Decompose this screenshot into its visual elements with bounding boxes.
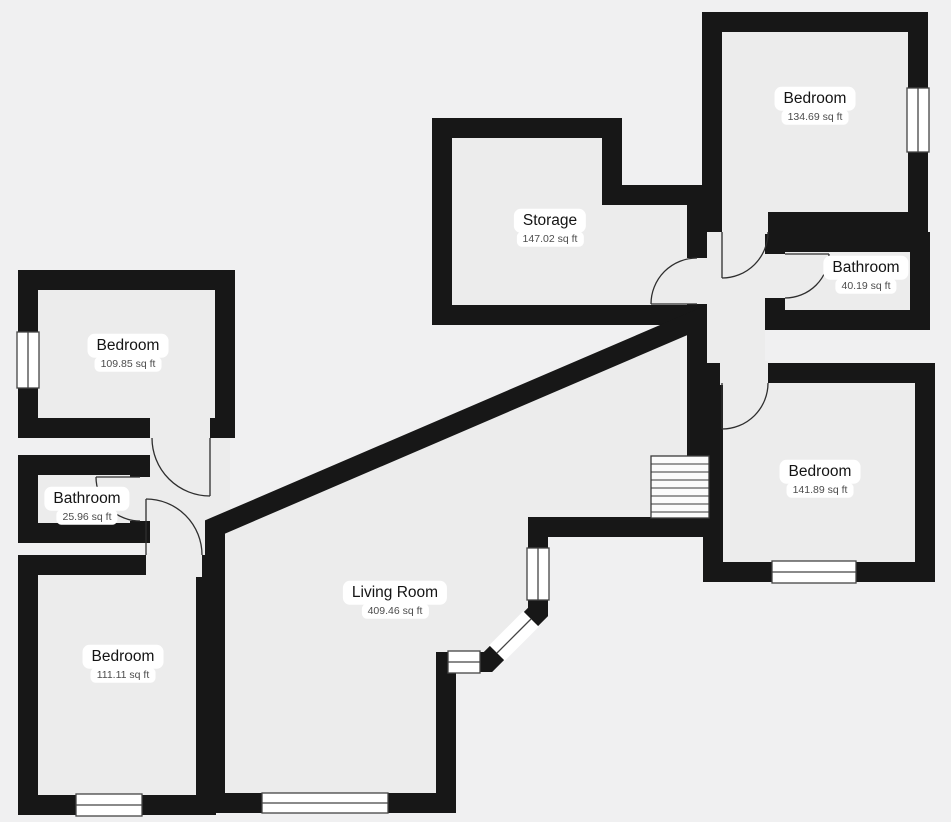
door-opening-bedroom-top-left xyxy=(150,416,210,440)
window-bay-diagonal xyxy=(489,611,539,661)
room-bedroom-top-left xyxy=(18,270,235,438)
door-opening-bedroom-right xyxy=(720,361,768,385)
stairs xyxy=(650,455,710,519)
door-bedroom-bottom-left xyxy=(145,498,203,556)
door-bedroom-right xyxy=(721,382,769,430)
room-bedroom-top-right xyxy=(702,12,928,232)
door-opening-storage xyxy=(685,258,709,304)
window-bay-vertical xyxy=(526,547,550,601)
door-bedroom-top-right xyxy=(721,231,769,279)
door-opening-bedroom-bottom-left xyxy=(146,553,202,577)
window-bedroom-bottom-left xyxy=(75,793,143,817)
window-bedroom-top-right xyxy=(906,87,930,153)
room-bedroom-right xyxy=(703,363,935,582)
hallway-right-floor xyxy=(707,232,765,363)
door-storage xyxy=(650,257,698,305)
door-opening-bedroom-top-right xyxy=(722,210,768,234)
door-opening-bathroom-right xyxy=(763,254,787,298)
window-bay-horizontal xyxy=(447,650,481,674)
window-bedroom-right xyxy=(771,560,857,584)
footer-strip xyxy=(0,822,951,834)
room-bedroom-bottom-left xyxy=(18,555,216,815)
window-living-bottom xyxy=(261,792,389,814)
room-bathroom-left xyxy=(18,455,150,543)
door-bedroom-top-left xyxy=(151,437,211,497)
window-bedroom-top-left xyxy=(16,331,40,389)
